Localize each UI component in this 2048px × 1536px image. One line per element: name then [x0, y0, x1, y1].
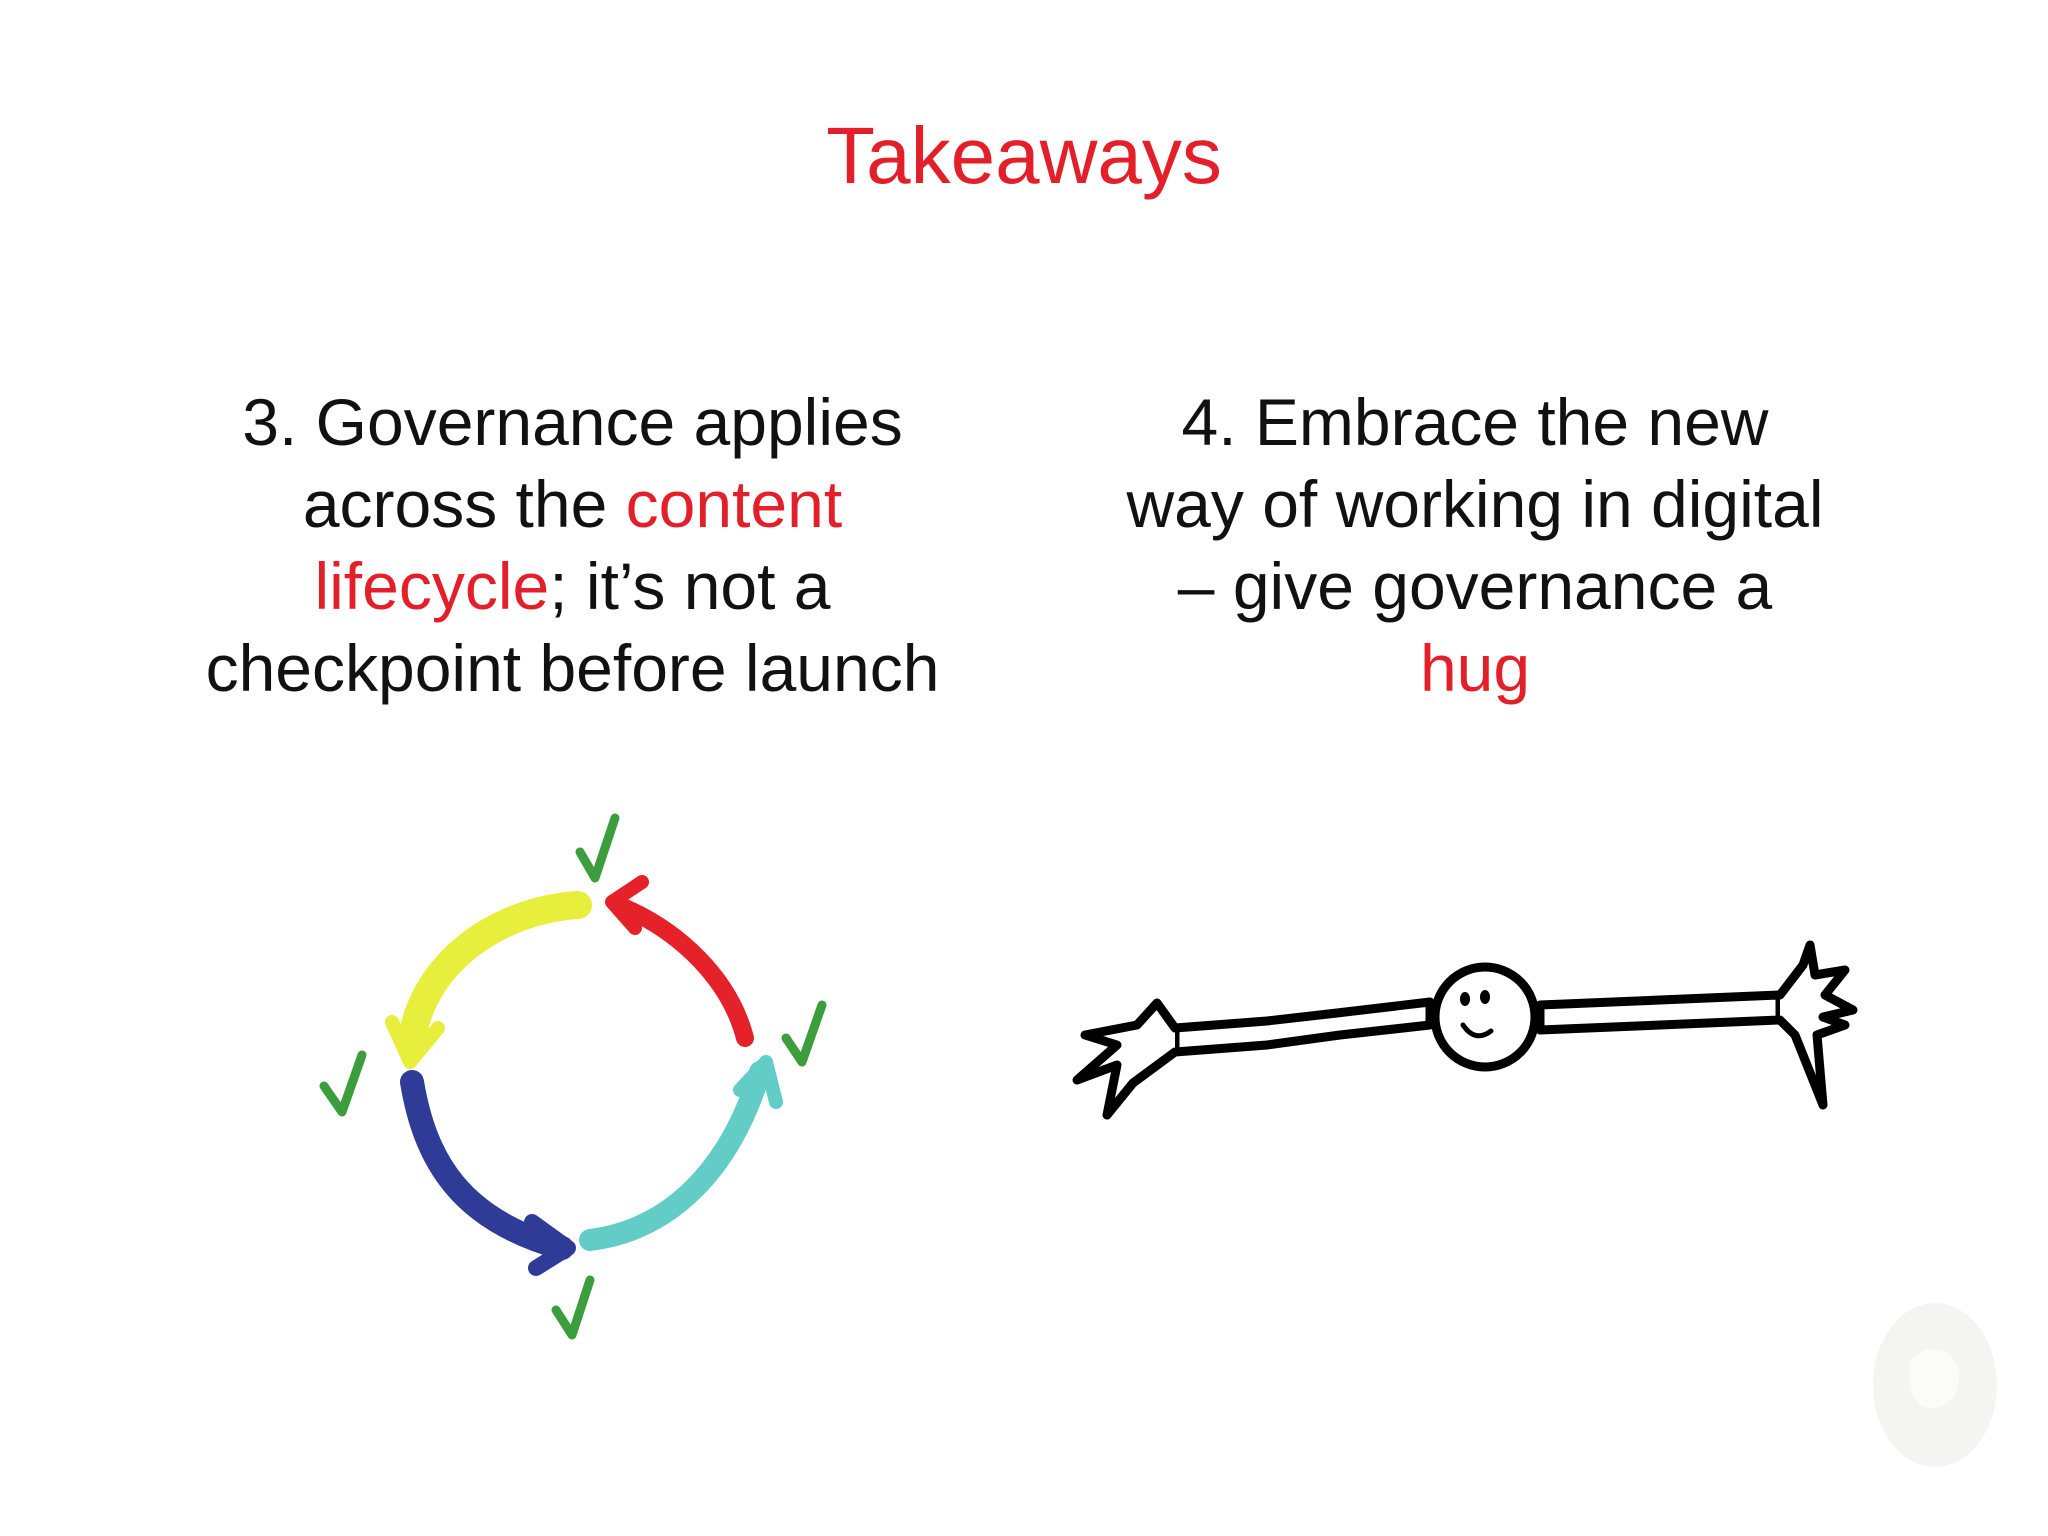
takeaway-3-line4: checkpoint before launch: [205, 631, 940, 705]
takeaway-4-line2: way of working in digital: [1126, 467, 1824, 541]
yellow-arrow-icon: [398, 891, 592, 1052]
checkmark-icon: [575, 813, 620, 883]
slide-title: Takeaways: [826, 111, 1222, 200]
takeaway-3-highlight-lifecycle: lifecycle: [314, 549, 550, 623]
lifecycle-cycle-icon: [319, 813, 827, 1340]
left-eye-icon: [1460, 992, 1470, 1006]
blue-arrow-icon: [400, 1070, 574, 1260]
red-arrowhead-icon: [605, 875, 649, 935]
takeaway-3-line2: across the: [302, 467, 626, 541]
head-icon: [1430, 962, 1540, 1072]
takeaway-4: 4. Embrace the new way of working in dig…: [1065, 381, 1885, 709]
stick-figure-hug-icon: [1072, 940, 1858, 1120]
teal-arrow-icon: [579, 1061, 771, 1251]
blue-arrowhead-icon: [524, 1214, 576, 1276]
takeaway-4-highlight-hug: hug: [1419, 631, 1531, 705]
watermark-logo-icon: [1873, 1303, 1997, 1467]
right-arm-icon: [1535, 990, 1785, 1035]
checkmark-icon: [319, 1050, 367, 1117]
yellow-arrowhead-icon: [385, 1015, 445, 1069]
takeaway-3-line3: ; it’s not a: [549, 549, 831, 623]
takeaway-4-line1: 4. Embrace the new: [1181, 385, 1769, 459]
takeaway-3-highlight-content: content: [625, 467, 843, 541]
takeaway-4-line3: – give governance a: [1177, 549, 1773, 623]
smile-icon: [1460, 1022, 1494, 1039]
right-hand-icon: [1775, 940, 1858, 1110]
right-eye-icon: [1480, 990, 1490, 1004]
teal-arrowhead-icon: [733, 1055, 783, 1109]
takeaway-3-line1: 3. Governance applies: [242, 385, 903, 459]
takeaway-3: 3. Governance applies across the content…: [150, 381, 995, 709]
red-arrow-icon: [609, 896, 754, 1047]
left-arm-icon: [1170, 997, 1435, 1057]
left-hand-icon: [1072, 998, 1180, 1120]
checkmark-icon: [781, 1000, 827, 1067]
checkmark-icon: [551, 1275, 595, 1340]
